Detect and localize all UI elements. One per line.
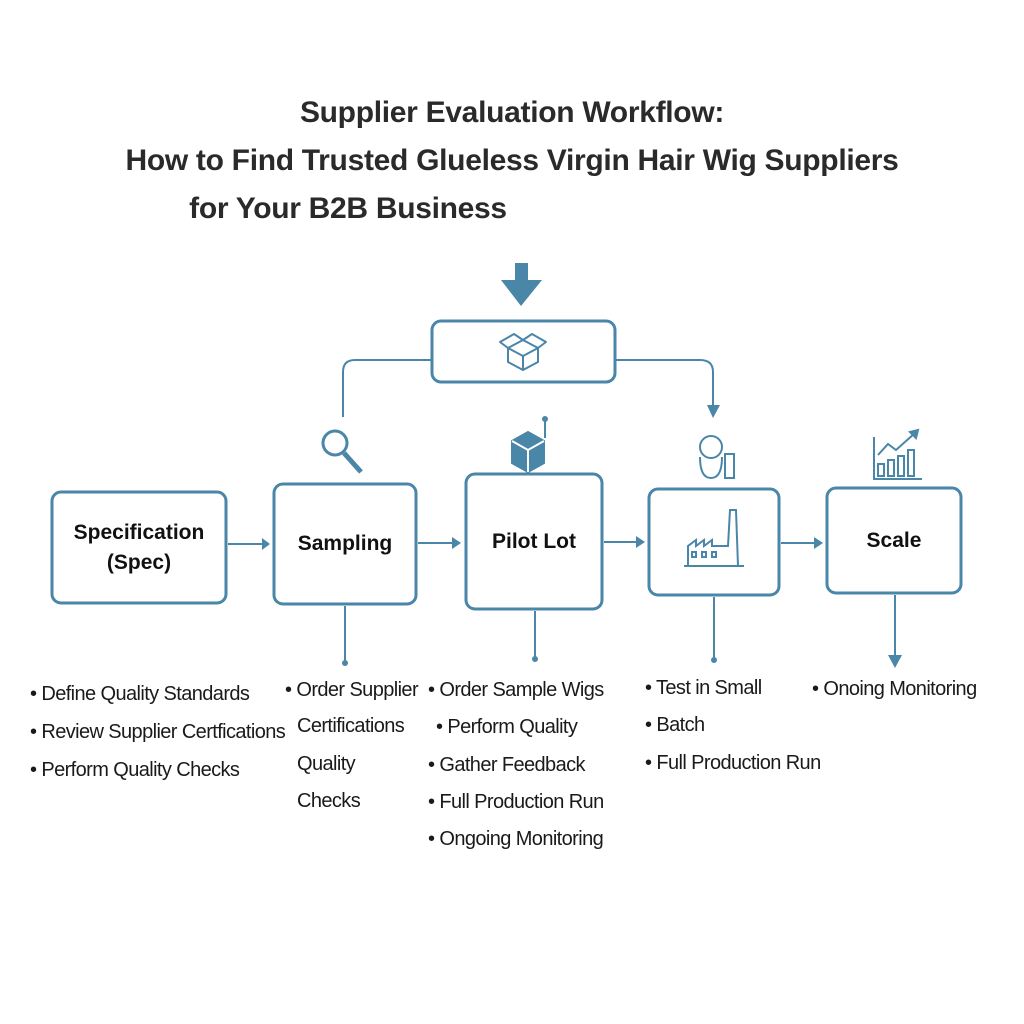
list-item: • Full Production Run: [428, 791, 604, 813]
sampling-box: [272, 482, 418, 606]
list-item: • Define Quality Standards: [30, 683, 250, 705]
arrow-head-pilot-production: [636, 536, 645, 548]
stage-sampling: Sampling: [297, 532, 393, 555]
list-item: Checks: [297, 790, 361, 812]
list-item: • Full Production Run: [645, 752, 821, 774]
arrow-head-spec-sampling: [262, 538, 270, 550]
arrow-head-top-right: [707, 405, 720, 418]
production-box: [647, 487, 781, 597]
spec-box: [50, 490, 228, 605]
worker-icon: [699, 435, 735, 480]
list-item: Quality: [297, 753, 356, 775]
connector-dot-sampling: [342, 660, 348, 666]
connector-top-left: [342, 359, 432, 417]
title-line-1: Supplier Evaluation Workflow:: [299, 96, 725, 129]
arrow-head-sampling-pilot: [452, 537, 461, 549]
list-item: • Order Sample Wigs: [428, 679, 604, 701]
list-item: • Order Supplier: [285, 679, 419, 701]
stage-scale: Scale: [866, 528, 922, 552]
top-arrow-head: [501, 280, 542, 306]
list-item: • Review Supplier Certfications: [30, 721, 286, 743]
list-item: • Gather Feedback: [428, 754, 585, 776]
list-item: • Onoing Monitoring: [812, 678, 977, 700]
connector-top-right: [615, 359, 714, 405]
growth-chart-icon: [873, 428, 922, 480]
list-item: • Ongoing Monitoring: [428, 828, 604, 850]
stage-spec: Specification (Spec): [73, 520, 205, 574]
scale-box: [825, 486, 963, 595]
arrow-head-production-scale: [814, 537, 823, 549]
top-node-box: [430, 319, 617, 384]
list-item: • Test in Small: [645, 677, 762, 699]
connector-dot-pilot: [532, 656, 538, 662]
pilot-box: [464, 472, 604, 611]
list-item: • Perform Quality: [436, 716, 578, 738]
connector-dot-production: [711, 657, 717, 663]
arrow-head-scale-list: [888, 655, 902, 668]
list-item: Certifications: [297, 715, 405, 737]
top-arrow-shaft: [515, 263, 528, 281]
magnifier-icon: [321, 429, 363, 474]
factory-icon: [684, 509, 744, 567]
list-item: • Batch: [645, 714, 705, 736]
stage-pilot-lot: Pilot Lot: [492, 529, 576, 553]
list-item: • Perform Quality Checks: [30, 759, 240, 781]
title-line-2: How to Find Trusted Glueless Virgin Hair…: [125, 144, 899, 177]
cube-icon: [511, 416, 548, 474]
title-line-3: for Your B2B Business: [189, 192, 507, 225]
open-box-icon: [499, 333, 547, 371]
